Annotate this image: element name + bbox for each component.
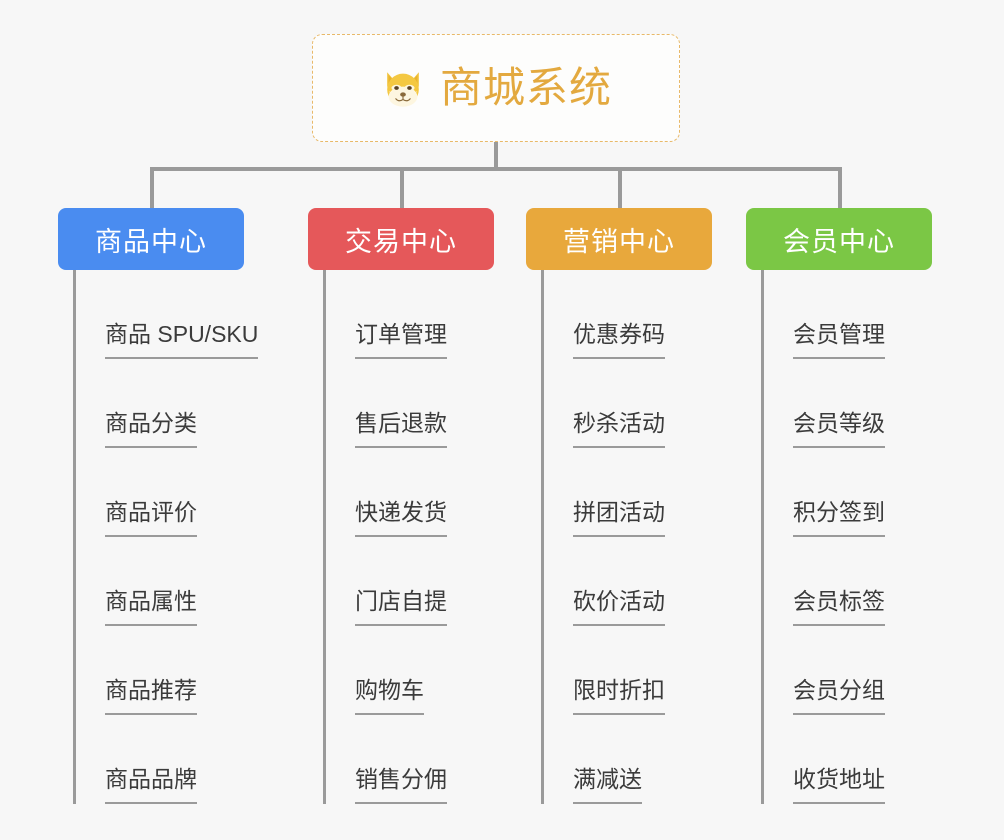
list-item[interactable]: 会员等级 — [761, 359, 932, 448]
root-node[interactable]: 商城系统 — [312, 34, 680, 142]
list-item[interactable]: 商品推荐 — [73, 626, 244, 715]
list-item[interactable]: 门店自提 — [323, 537, 494, 626]
leaf-label: 快递发货 — [355, 499, 447, 537]
list-item[interactable]: 购物车 — [323, 626, 494, 715]
list-item[interactable]: 商品分类 — [73, 359, 244, 448]
branch-title: 会员中心 — [783, 226, 895, 257]
leaf-list-marketing-center: 优惠券码 秒杀活动 拼团活动 砍价活动 限时折扣 满减送 — [526, 270, 712, 804]
leaf-label: 满减送 — [573, 766, 642, 804]
connector-drop-2 — [400, 167, 404, 209]
branch-member-center: 会员中心 会员管理 会员等级 积分签到 会员标签 会员分组 收货地址 — [746, 208, 932, 804]
leaf-label: 商品推荐 — [105, 677, 197, 715]
branch-trunk — [761, 270, 764, 804]
leaf-label: 商品 SPU/SKU — [105, 321, 259, 359]
leaf-label: 拼团活动 — [573, 499, 665, 537]
leaf-label: 积分签到 — [793, 499, 885, 537]
root-title: 商城系统 — [439, 64, 612, 111]
leaf-label: 售后退款 — [355, 410, 447, 448]
leaf-label: 商品属性 — [105, 588, 197, 626]
branch-trunk — [323, 270, 326, 804]
leaf-label: 限时折扣 — [573, 677, 665, 715]
leaf-label: 商品分类 — [105, 410, 197, 448]
branch-trade-center: 交易中心 订单管理 售后退款 快递发货 门店自提 购物车 销售分佣 — [308, 208, 494, 804]
branch-title: 商品中心 — [95, 226, 207, 257]
list-item[interactable]: 会员管理 — [761, 270, 932, 359]
branch-marketing-center: 营销中心 优惠券码 秒杀活动 拼团活动 砍价活动 限时折扣 满减送 — [526, 208, 712, 804]
branch-trunk — [541, 270, 544, 804]
list-item[interactable]: 优惠券码 — [541, 270, 712, 359]
leaf-label: 会员分组 — [793, 677, 885, 715]
list-item[interactable]: 商品 SPU/SKU — [73, 270, 259, 359]
list-item[interactable]: 快递发货 — [323, 448, 494, 537]
list-item[interactable]: 会员分组 — [761, 626, 932, 715]
branch-header-marketing-center[interactable]: 营销中心 — [526, 208, 712, 270]
list-item[interactable]: 商品品牌 — [73, 715, 244, 804]
branch-title: 营销中心 — [563, 226, 675, 257]
leaf-label: 订单管理 — [355, 321, 447, 359]
list-item[interactable]: 商品评价 — [73, 448, 244, 537]
branch-title: 交易中心 — [345, 226, 457, 257]
shiba-dog-emoji — [380, 65, 426, 111]
leaf-label: 优惠券码 — [573, 321, 665, 359]
leaf-label: 商品评价 — [105, 499, 197, 537]
list-item[interactable]: 会员标签 — [761, 537, 932, 626]
leaf-label: 砍价活动 — [573, 588, 665, 626]
leaf-label: 会员等级 — [793, 410, 885, 448]
branch-product-center: 商品中心 商品 SPU/SKU 商品分类 商品评价 商品属性 商品推荐 商品品牌 — [58, 208, 259, 804]
branch-header-product-center[interactable]: 商品中心 — [58, 208, 244, 270]
list-item[interactable]: 秒杀活动 — [541, 359, 712, 448]
list-item[interactable]: 积分签到 — [761, 448, 932, 537]
leaf-list-member-center: 会员管理 会员等级 积分签到 会员标签 会员分组 收货地址 — [746, 270, 932, 804]
leaf-list-product-center: 商品 SPU/SKU 商品分类 商品评价 商品属性 商品推荐 商品品牌 — [58, 270, 259, 804]
list-item[interactable]: 收货地址 — [761, 715, 932, 804]
leaf-label: 收货地址 — [793, 766, 885, 804]
branch-header-trade-center[interactable]: 交易中心 — [308, 208, 494, 270]
connector-drop-1 — [150, 167, 154, 209]
connector-horizontal-bus — [150, 167, 840, 171]
branch-header-member-center[interactable]: 会员中心 — [746, 208, 932, 270]
list-item[interactable]: 拼团活动 — [541, 448, 712, 537]
list-item[interactable]: 订单管理 — [323, 270, 494, 359]
list-item[interactable]: 商品属性 — [73, 537, 244, 626]
list-item[interactable]: 满减送 — [541, 715, 712, 804]
list-item[interactable]: 限时折扣 — [541, 626, 712, 715]
list-item[interactable]: 销售分佣 — [323, 715, 494, 804]
list-item[interactable]: 售后退款 — [323, 359, 494, 448]
list-item[interactable]: 砍价活动 — [541, 537, 712, 626]
connector-root-stem — [494, 142, 498, 170]
branch-trunk — [73, 270, 76, 804]
leaf-label: 秒杀活动 — [573, 410, 665, 448]
leaf-label: 购物车 — [355, 677, 424, 715]
leaf-label: 商品品牌 — [105, 766, 197, 804]
connector-drop-4 — [838, 167, 842, 209]
leaf-label: 销售分佣 — [355, 766, 447, 804]
leaf-label: 会员标签 — [793, 588, 885, 626]
leaf-list-trade-center: 订单管理 售后退款 快递发货 门店自提 购物车 销售分佣 — [308, 270, 494, 804]
leaf-label: 会员管理 — [793, 321, 885, 359]
connector-drop-3 — [618, 167, 622, 209]
leaf-label: 门店自提 — [355, 588, 447, 626]
